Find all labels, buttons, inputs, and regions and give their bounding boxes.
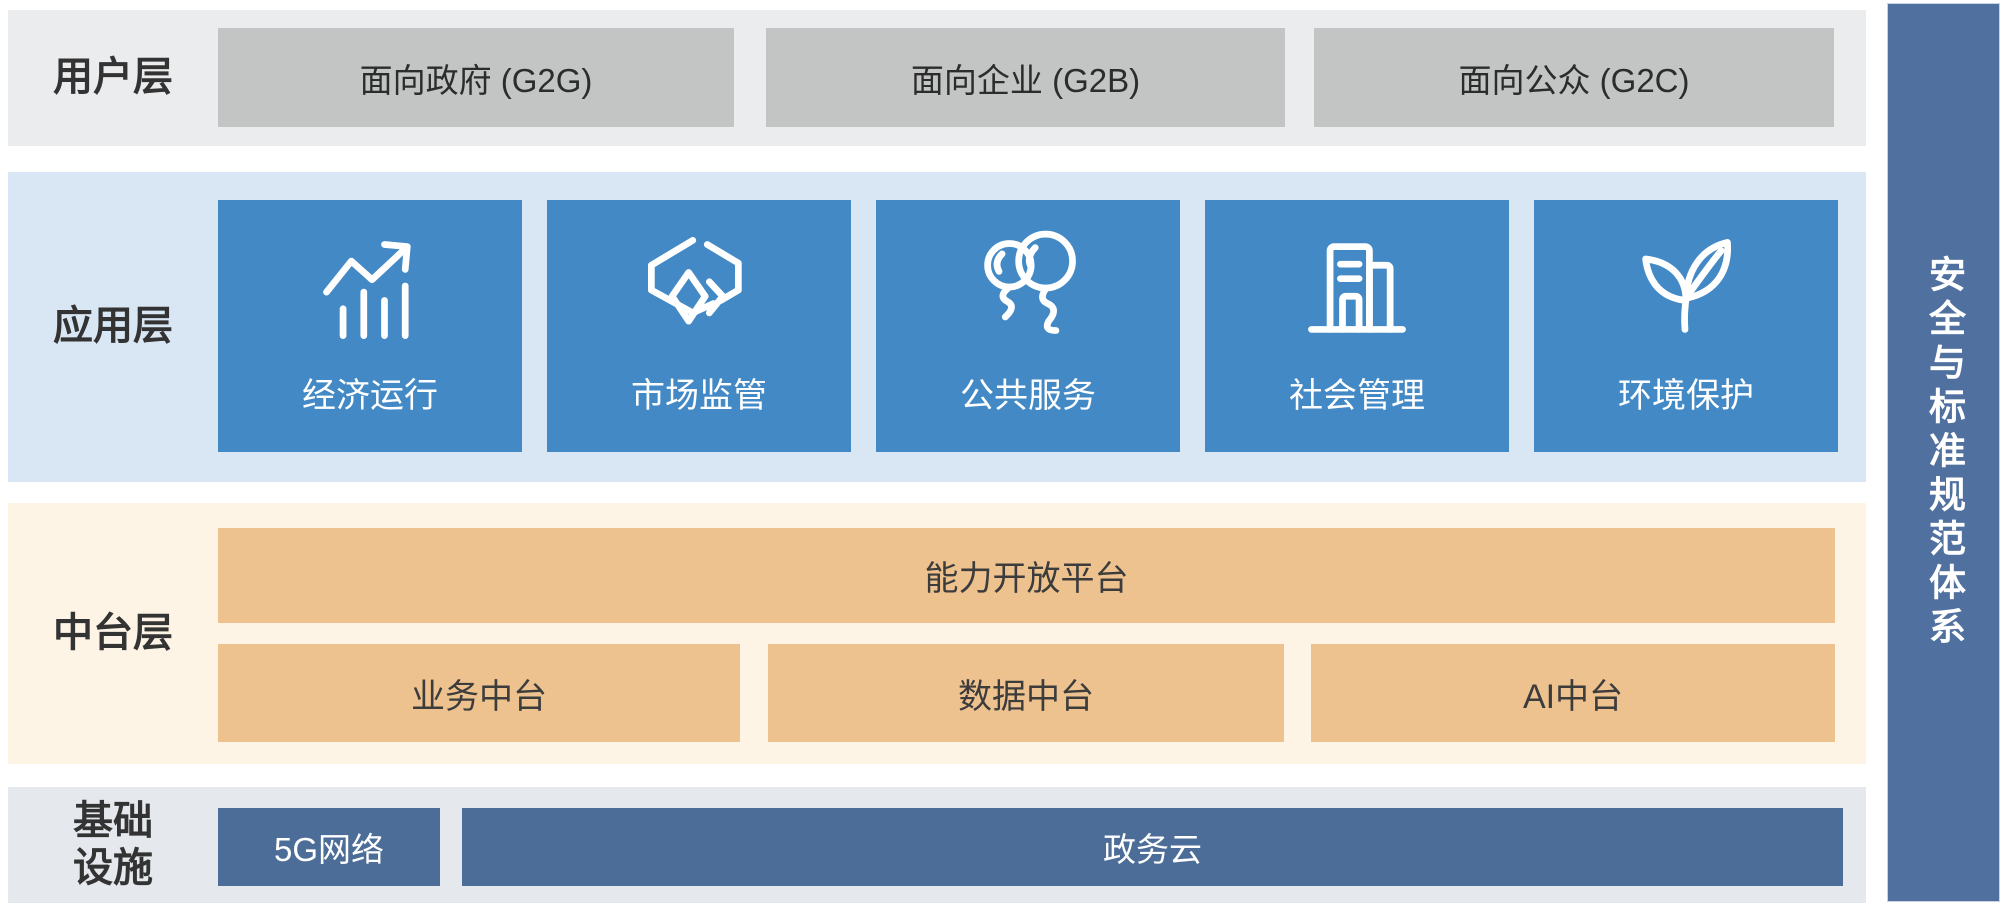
balloons-icon	[984, 230, 1076, 334]
data-middle-box: 数据中台	[768, 644, 1284, 742]
app-box-economy: 经济运行	[218, 200, 522, 452]
capability-platform-box: 能力开放平台	[218, 528, 1835, 623]
middle-platform-layer-panel: 中台层 能力开放平台 业务中台 数据中台 AI中台	[8, 503, 1866, 764]
user-box-g2c: 面向公众 (G2C)	[1314, 28, 1834, 127]
network-5g-box: 5G网络	[218, 808, 440, 886]
leaves-icon	[1642, 239, 1731, 333]
infrastructure-label-line2: 设施	[73, 846, 153, 890]
infrastructure-label-line1: 基础	[73, 798, 153, 843]
security-standards-bar: 安全与标准规范体系	[1887, 3, 2000, 902]
ai-middle-box: AI中台	[1311, 644, 1835, 742]
gov-cloud-box: 政务云	[462, 808, 1843, 886]
app-box-public-service: 公共服务	[876, 200, 1180, 452]
trend-chart-icon	[323, 241, 411, 340]
middle-layer-label: 中台层	[53, 610, 173, 655]
infrastructure-layer-panel: 基础 设施 5G网络 政务云	[8, 787, 1866, 903]
infrastructure-layer-label: 基础 设施	[8, 787, 218, 903]
user-box-g2g: 面向政府 (G2G)	[218, 28, 734, 127]
cube-hexagon-icon	[647, 236, 742, 325]
security-standards-label: 安全与标准规范体系	[1923, 254, 1965, 651]
app-box-label: 经济运行	[302, 377, 438, 415]
app-box-label: 环境保护	[1618, 377, 1754, 415]
application-layer-panel: 应用层 经济运行 市场监管	[8, 172, 1866, 482]
app-box-label: 市场监管	[631, 377, 767, 415]
application-layer-label: 应用层	[53, 304, 173, 349]
app-box-label: 公共服务	[960, 377, 1096, 415]
user-box-g2b: 面向企业 (G2B)	[766, 28, 1285, 127]
app-box-society: 社会管理	[1205, 200, 1509, 452]
app-box-environment: 环境保护	[1534, 200, 1838, 452]
buildings-icon	[1308, 243, 1406, 333]
app-box-market: 市场监管	[547, 200, 851, 452]
business-middle-box: 业务中台	[218, 644, 740, 742]
user-layer-label: 用户层	[53, 55, 173, 100]
user-layer-panel: 用户层 面向政府 (G2G) 面向企业 (G2B) 面向公众 (G2C)	[8, 10, 1866, 146]
app-box-label: 社会管理	[1289, 377, 1425, 415]
